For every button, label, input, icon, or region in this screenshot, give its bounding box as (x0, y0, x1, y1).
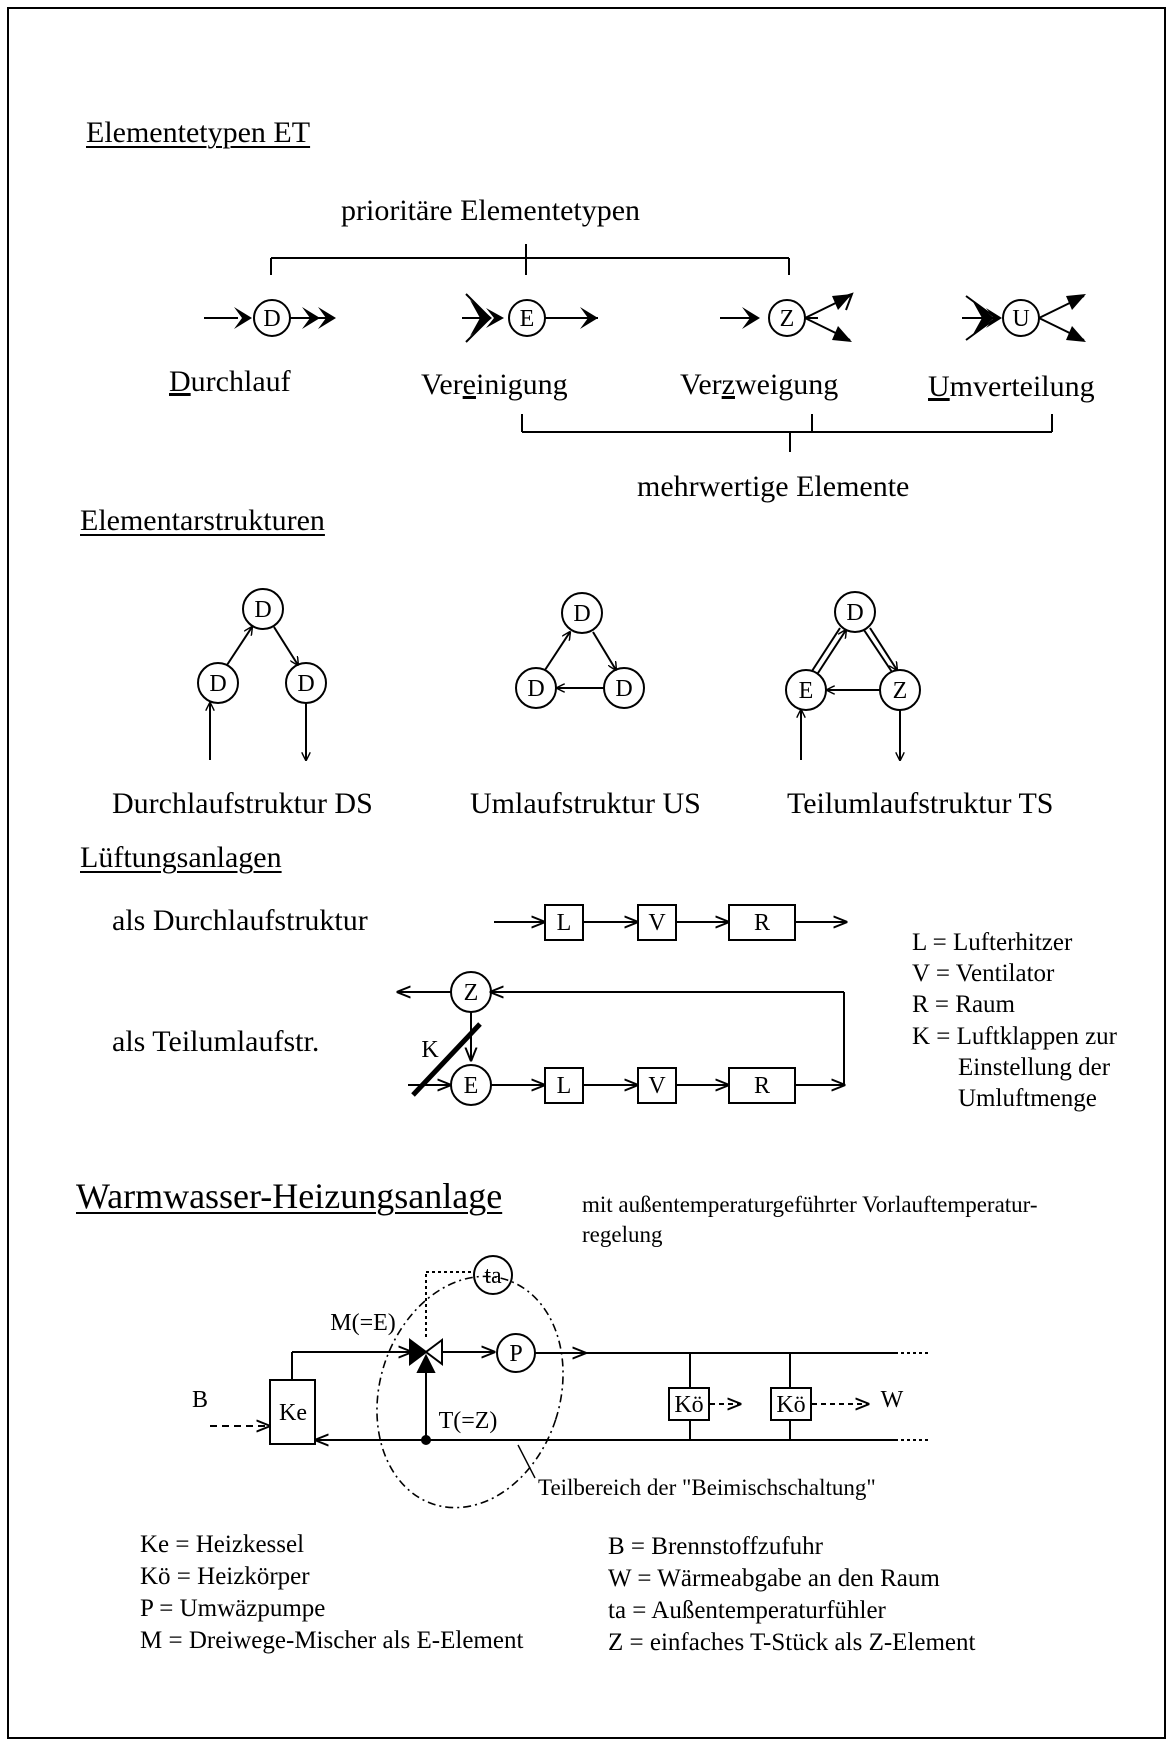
structure-name-ds: Durchlaufstruktur DS (112, 787, 373, 820)
vent-box-l: L (557, 910, 572, 936)
type-label-durchlauf: Durchlauf (169, 365, 291, 398)
heading-elementtypes: Elementetypen ET (86, 116, 311, 149)
heading-heating: Warmwasser-Heizungsanlage (76, 1176, 503, 1216)
structure-ts (785, 591, 921, 760)
element-symbol-z (720, 292, 854, 342)
ventilation-legend-2: V = Ventilator (912, 960, 1055, 987)
structure-us (515, 592, 645, 709)
heating-region-label: Teilbereich der "Beimischschaltung" (538, 1475, 876, 1500)
element-symbol-d (204, 299, 336, 337)
priority-bracket (270, 244, 790, 275)
ds-node-right: D (297, 671, 314, 697)
us-node-left: D (527, 676, 544, 702)
underlined-letter: z (721, 368, 735, 401)
heating-ko-2: Kö (776, 1392, 805, 1418)
heating-w: W (881, 1387, 904, 1413)
node-e: E (520, 306, 535, 332)
heating-t: T(=Z) (439, 1408, 498, 1434)
vent-node-z: Z (464, 980, 479, 1006)
ds-node-left: D (209, 671, 226, 697)
heating-m: M(=E) (330, 1310, 396, 1336)
type-label-verzweigung: Verzweigung (680, 368, 839, 401)
heating-ke: Ke (279, 1400, 307, 1426)
ventilation-row2-label: als Teilumlaufstr. (112, 1025, 320, 1058)
ventilation-legend-3: R = Raum (912, 991, 1015, 1018)
ventilation-row2 (398, 971, 844, 1106)
node-u: U (1012, 306, 1029, 332)
us-node-top: D (573, 601, 590, 627)
priority-label: prioritäre Elementetypen (341, 194, 641, 227)
ts-node-right: Z (893, 678, 908, 704)
ventilation-legend-6: Umluftmenge (958, 1085, 1097, 1112)
underlined-letter: U (928, 370, 950, 403)
heating-legend-right-4: Z = einfaches T-Stück als Z-Element (608, 1629, 976, 1656)
node-z: Z (780, 306, 795, 332)
type-label-vereinigung: Vereinigung (421, 368, 568, 401)
vent-box-v: V (648, 910, 666, 936)
heading-structures: Elementarstrukturen (80, 504, 325, 537)
structure-name-us: Umlaufstruktur US (470, 787, 701, 820)
ventilation-legend-4: K = Luftklappen zur (912, 1023, 1118, 1050)
vent-box-v-2: V (648, 1073, 666, 1099)
ventilation-legend-5: Einstellung der (958, 1054, 1111, 1081)
structure-name-ts: Teilumlaufstruktur TS (787, 787, 1054, 820)
type-label-umverteilung: Umverteilung (928, 370, 1095, 403)
node-d: D (263, 306, 280, 332)
vent-node-e: E (464, 1073, 479, 1099)
element-symbol-e (462, 293, 598, 343)
heating-legend-right-1: B = Brennstoffzufuhr (608, 1533, 823, 1560)
page-frame (7, 7, 1166, 1739)
multivalued-bracket (521, 414, 1053, 452)
vent-box-r: R (754, 910, 770, 936)
ventilation-row1-label: als Durchlaufstruktur (112, 904, 368, 937)
heating-p: P (509, 1341, 522, 1367)
heating-legend-right-2: W = Wärmeabgabe an den Raum (608, 1565, 940, 1592)
structure-ds (197, 588, 327, 760)
heating-ta: ta (484, 1263, 502, 1289)
vent-box-l-2: L (557, 1073, 572, 1099)
us-node-right: D (615, 676, 632, 702)
ventilation-legend-1: L = Lufterhitzer (912, 929, 1073, 956)
element-symbol-u (962, 294, 1086, 342)
heading-ventilation: Lüftungsanlagen (80, 841, 282, 874)
vent-box-r-2: R (754, 1073, 770, 1099)
underlined-letter: D (169, 365, 191, 398)
heating-legend-right-3: ta = Außentemperaturfühler (608, 1597, 886, 1624)
heating-subtitle-line2: regelung (582, 1222, 663, 1247)
heating-subtitle-line1: mit außentemperaturgeführter Vorlauftemp… (582, 1192, 1038, 1217)
vent-label-k: K (421, 1037, 439, 1063)
underlined-letter: e (462, 368, 476, 401)
heating-legend-left-3: P = Umwäzpumpe (140, 1595, 326, 1622)
ts-node-left: E (799, 678, 814, 704)
ventilation-row1 (494, 904, 846, 941)
heating-b: B (192, 1387, 208, 1413)
ds-node-top: D (254, 597, 271, 623)
heating-ko-1: Kö (674, 1392, 703, 1418)
heating-legend-left-1: Ke = Heizkessel (140, 1531, 305, 1558)
ts-node-top: D (846, 600, 863, 626)
heating-schematic (210, 1255, 930, 1509)
heating-legend-left-4: M = Dreiwege-Mischer als E-Element (140, 1627, 524, 1654)
heating-legend-left-2: Kö = Heizkörper (140, 1563, 310, 1590)
multivalued-label: mehrwertige Elemente (637, 470, 910, 503)
